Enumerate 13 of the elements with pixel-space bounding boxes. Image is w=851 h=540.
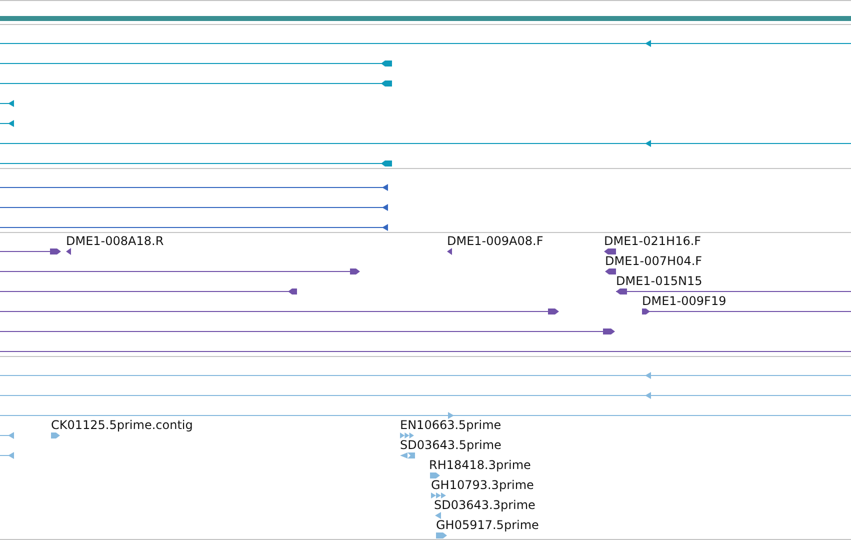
feature-label: GH10793.3prime <box>431 478 534 492</box>
feature-label: DME1-021H16.F <box>604 234 702 248</box>
feature-label: SD03643.5prime <box>400 438 502 452</box>
feature-label: DME1-008A18.R <box>66 234 164 248</box>
feature-label: RH18418.3prime <box>429 458 531 472</box>
feature-label: CK01125.5prime.contig <box>51 418 193 432</box>
feature-label: DME1-015N15 <box>616 274 702 288</box>
feature-label: DME1-009A08.F <box>447 234 544 248</box>
feature-label: SD03643.3prime <box>434 498 536 512</box>
feature-label: DME1-007H04.F <box>605 254 702 268</box>
feature-label: EN10663.5prime <box>400 418 502 432</box>
feature-label: GH05917.5prime <box>436 518 539 532</box>
feature-label: DME1-009F19 <box>642 294 726 308</box>
